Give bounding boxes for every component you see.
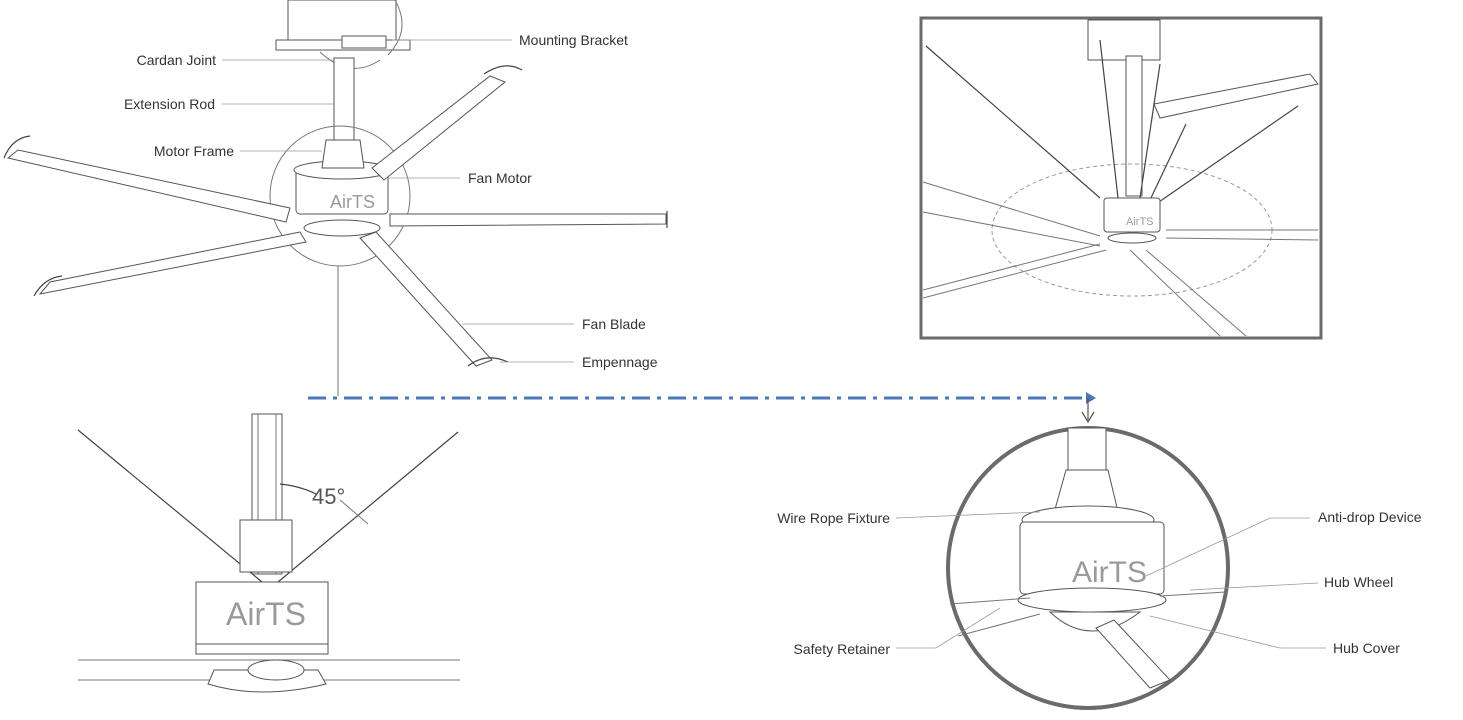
blade-tail-lower-right <box>467 357 509 367</box>
beam-side <box>1153 73 1319 119</box>
motor-frame <box>321 139 365 169</box>
brand-main: AirTS <box>330 192 375 212</box>
label-anti-drop-device: Anti-drop Device <box>1318 509 1422 525</box>
label-motor-frame: Motor Frame <box>154 143 234 159</box>
label-extension-rod: Extension Rod <box>124 96 215 112</box>
label-hub-cover: Hub Cover <box>1333 640 1400 656</box>
blade-left-upper <box>6 149 291 223</box>
detail-leaders <box>895 511 1326 649</box>
label-fan-motor: Fan Motor <box>468 170 532 186</box>
blade-tail-left-lower <box>33 275 63 297</box>
brand-detail: AirTS <box>1072 556 1147 589</box>
mounting-bracket-plate <box>341 35 387 49</box>
main-leaders <box>222 39 574 363</box>
clamp-angle-view <box>239 519 293 573</box>
angle-label: 45° <box>312 484 345 509</box>
motor-angle-view <box>195 581 329 645</box>
view-frame <box>919 16 1323 340</box>
label-fan-blade: Fan Blade <box>582 316 646 332</box>
wire-rope-view: AirTS <box>919 16 1323 340</box>
label-hub-wheel: Hub Wheel <box>1324 574 1393 590</box>
hub-detail-view: AirTS <box>946 426 1230 710</box>
motor-inset <box>1103 197 1161 233</box>
label-empennage: Empennage <box>582 354 658 370</box>
beam-top <box>1087 19 1161 61</box>
angle-arc <box>279 483 317 495</box>
angle-view: 45° AirTS <box>77 413 460 693</box>
blade-tail-upper-right <box>483 65 523 75</box>
blade-right <box>389 213 667 227</box>
blade-lower-right <box>359 231 493 367</box>
blade-tail-left-upper <box>3 135 31 159</box>
bracket-curve <box>387 0 403 56</box>
brand-angle-view: AirTS <box>226 596 306 632</box>
arrow-down-head <box>1081 411 1095 424</box>
label-safety-retainer: Safety Retainer <box>794 641 891 657</box>
blade-left-lower <box>38 231 307 295</box>
ceiling-beam <box>287 0 397 43</box>
detail-circle-main <box>269 125 411 267</box>
blade-upper-right <box>371 75 506 181</box>
flow-arrow <box>308 392 1096 424</box>
extension-rod <box>333 57 355 154</box>
label-mounting-bracket: Mounting Bracket <box>519 32 628 48</box>
rod-inset <box>1125 55 1143 197</box>
main-fan-view: AirTS <box>3 0 668 396</box>
label-wire-rope-fixture: Wire Rope Fixture <box>777 510 890 526</box>
label-cardan-joint: Cardan Joint <box>137 52 216 68</box>
hub-main <box>303 219 381 237</box>
hub-cover-detail <box>1048 611 1142 632</box>
brand-inset: AirTS <box>1126 216 1154 228</box>
